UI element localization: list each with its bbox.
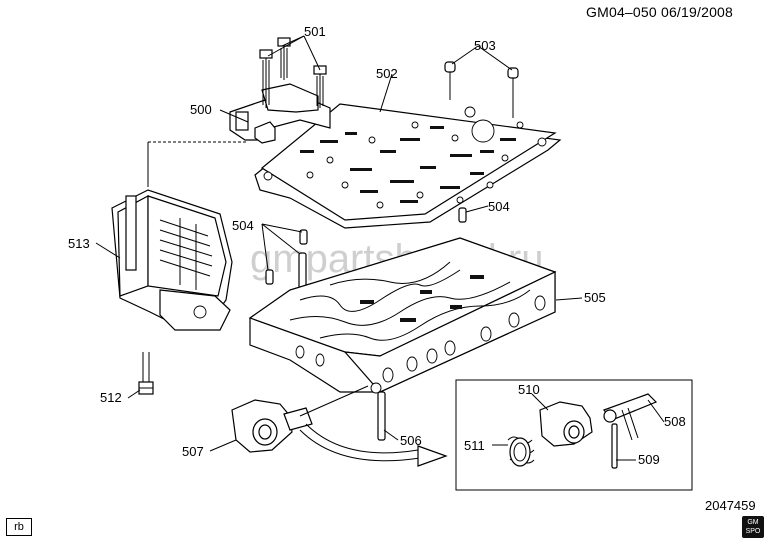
bolt-512 xyxy=(138,352,154,395)
assembly-arrow xyxy=(299,423,448,467)
callout-504-right: 504 xyxy=(488,199,510,214)
callout-503: 503 xyxy=(474,38,496,53)
callout-505: 505 xyxy=(584,290,606,305)
pin-506 xyxy=(377,391,386,441)
pin-509 xyxy=(611,423,618,469)
solenoid-510 xyxy=(539,401,593,447)
callout-511: 511 xyxy=(464,438,485,453)
valve-body-channels xyxy=(289,261,531,394)
module-ribs xyxy=(159,218,213,290)
callout-507: 507 xyxy=(182,444,204,459)
callout-506: 506 xyxy=(400,433,422,448)
illustration-number: 2047459 xyxy=(705,498,756,513)
callout-502: 502 xyxy=(376,66,398,81)
valve-body xyxy=(248,237,557,394)
control-module-513 xyxy=(111,189,233,331)
callout-508: 508 xyxy=(664,414,686,429)
gm-spo-logo: GM SPO xyxy=(742,516,764,538)
separator-plate xyxy=(254,103,562,229)
valve-body-bores xyxy=(295,295,546,383)
callout-500: 500 xyxy=(190,102,212,117)
header-code-date: GM04–050 06/19/2008 xyxy=(586,4,734,20)
callout-513: 513 xyxy=(68,236,90,251)
detail-inset xyxy=(455,379,693,491)
separator-plate-holes xyxy=(263,106,547,209)
callout-510: 510 xyxy=(518,382,540,397)
callout-504-left: 504 xyxy=(232,218,254,233)
spring-511 xyxy=(507,436,535,467)
bolts-503 xyxy=(444,61,519,118)
callout-512: 512 xyxy=(100,390,122,405)
callout-labels: 501 500 502 503 504 504 505 513 512 506 … xyxy=(68,24,756,513)
solenoid-507 xyxy=(231,385,369,453)
callout-501: 501 xyxy=(304,24,326,39)
leader-lines xyxy=(95,35,665,461)
bracket-500 xyxy=(229,83,331,144)
valve-508 xyxy=(603,393,658,441)
corner-tag: rb xyxy=(6,518,32,536)
callout-509: 509 xyxy=(638,452,660,467)
